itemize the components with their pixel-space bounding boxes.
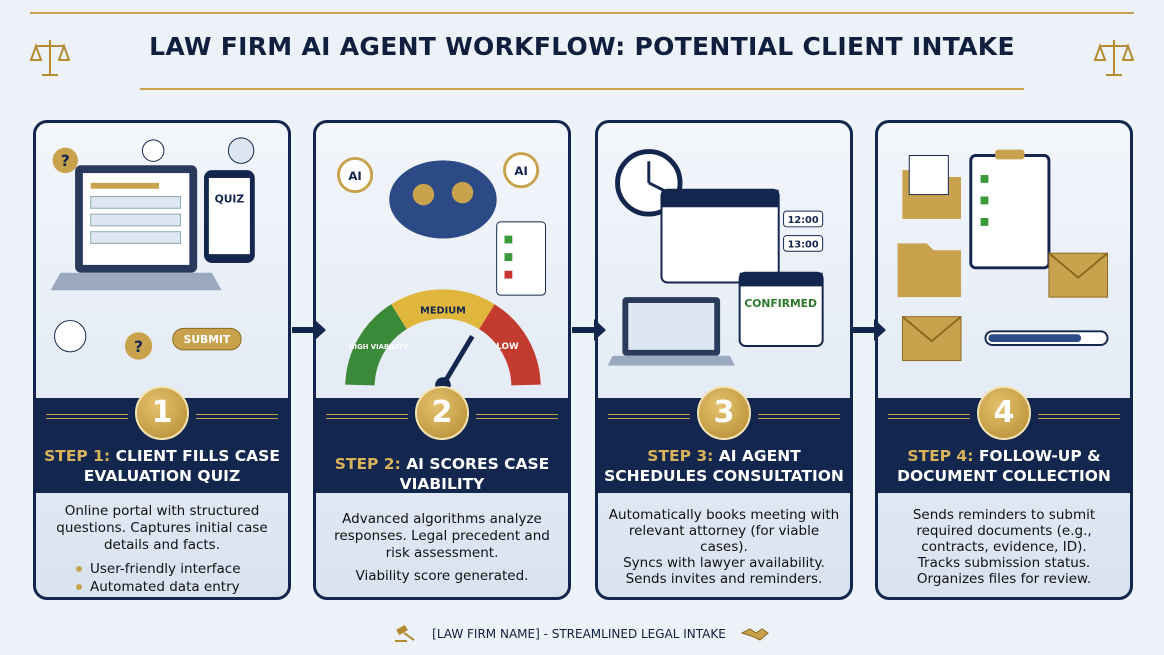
quiz-label: QUIZ	[215, 192, 245, 205]
step-title: STEP 2: AI SCORES CASE VIABILITY	[334, 455, 550, 493]
top-gold-line	[30, 12, 1134, 14]
scales-of-justice-icon-left	[29, 40, 71, 76]
quiz-laptop-illustration: QUIZ ? ? SUBMIT	[50, 137, 255, 360]
gauge-low-label: LOW	[496, 342, 519, 352]
gavel-icon	[395, 624, 415, 642]
step-card-4: 4 STEP 4: FOLLOW-UP & DOCUMENT COLLECTIO…	[875, 120, 1133, 600]
svg-text:AI: AI	[514, 164, 527, 178]
svg-text:AI: AI	[348, 169, 361, 183]
confirmed-label: CONFIRMED	[744, 297, 817, 310]
step-description: Advanced algorithms analyze responses. L…	[334, 511, 550, 584]
step-title: STEP 1: CLIENT FILLS CASE EVALUATION QUI…	[44, 447, 280, 485]
bullet-item: Automated data entry	[46, 578, 278, 596]
step-number-badge: 1	[135, 386, 189, 440]
step-band-2: 2 STEP 2: AI SCORES CASE VIABILITY	[316, 386, 568, 493]
step-number-badge: 2	[415, 386, 469, 440]
step-band-3: 3 STEP 3: AI AGENT SCHEDULES CONSULTATIO…	[598, 386, 850, 493]
submit-button-label: SUBMIT	[184, 333, 231, 346]
submission-progress-fill	[988, 334, 1082, 343]
time-slot-label: 12:00	[788, 215, 819, 226]
step-card-1: QUIZ ? ? SUBMIT 1 STEP 1: CLIENT FILLS C…	[33, 120, 291, 600]
handshake-icon	[740, 628, 769, 641]
step-band-4: 4 STEP 4: FOLLOW-UP & DOCUMENT COLLECTIO…	[878, 386, 1130, 493]
step-description: Online portal with structured questions.…	[36, 493, 288, 596]
page-title: LAW FIRM AI AGENT WORKFLOW: POTENTIAL CL…	[149, 32, 1015, 61]
step-number-badge: 3	[697, 386, 751, 440]
svg-text:?: ?	[134, 338, 143, 356]
time-slot-label: 13:00	[788, 239, 819, 250]
footer: [LAW FIRM NAME] - STREAMLINED LEGAL INTA…	[0, 624, 1164, 643]
step-number-badge: 4	[977, 386, 1031, 440]
arrow-right-icon	[852, 319, 886, 341]
step-title: STEP 3: AI AGENT SCHEDULES CONSULTATION	[604, 447, 844, 485]
step-card-2: AI AI MEDIUM HIGH VIABILITY LOW 2 STEP 2…	[313, 120, 571, 600]
step-title: STEP 4: FOLLOW-UP & DOCUMENT COLLECTION	[897, 447, 1111, 485]
arrow-right-icon	[572, 319, 606, 341]
footer-text: [LAW FIRM NAME] - STREAMLINED LEGAL INTA…	[432, 626, 726, 641]
title-underline	[140, 88, 1024, 90]
scales-of-justice-icon-right	[1093, 40, 1135, 76]
bullet-item: User-friendly interface	[46, 560, 278, 578]
gauge-medium-label: MEDIUM	[420, 306, 466, 317]
ai-brain-gauge-illustration: AI AI MEDIUM HIGH VIABILITY LOW	[337, 152, 547, 393]
step-card-3: 12:00 13:00 CONFIRMED 3 STEP 3: AI AGENT…	[595, 120, 853, 600]
svg-text:?: ?	[61, 152, 70, 170]
step-description: Sends reminders to submit required docum…	[912, 507, 1096, 587]
calendar-scheduling-illustration: 12:00 13:00 CONFIRMED	[607, 149, 824, 366]
step-band-1: 1 STEP 1: CLIENT FILLS CASE EVALUATION Q…	[36, 386, 288, 493]
gauge-high-label: HIGH VIABILITY	[349, 343, 409, 351]
arrow-right-icon	[292, 319, 326, 341]
document-collection-illustration	[897, 149, 1109, 362]
step-description: Automatically books meeting with relevan…	[608, 507, 840, 587]
